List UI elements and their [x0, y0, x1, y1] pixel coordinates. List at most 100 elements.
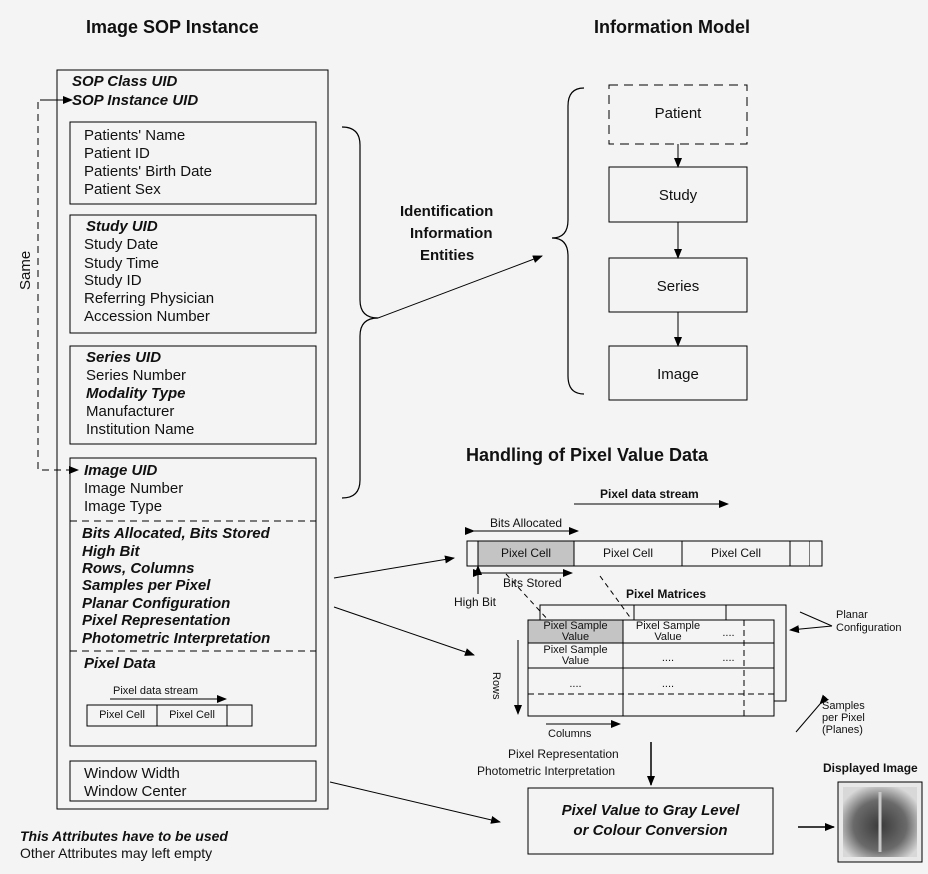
photometric-attr: Photometric Interpretation	[82, 630, 271, 647]
samples-label-3: (Planes)	[822, 724, 863, 736]
image-uid-attr: Image UID	[84, 462, 158, 479]
patient-group-box	[69, 121, 317, 205]
sop-instance-box	[56, 69, 329, 810]
study-time-attr: Study Time	[84, 255, 160, 272]
identification-arrow	[377, 255, 543, 319]
planar-arrow-2	[799, 611, 833, 627]
rows-columns-attr: Rows, Columns	[82, 560, 195, 577]
planar-attr: Planar Configuration	[82, 595, 231, 612]
pixel-title: Handling of Pixel Value Data	[466, 445, 709, 465]
mini-cell-1-label: Pixel Cell	[99, 709, 145, 721]
guide-dash-1	[505, 573, 551, 623]
patient-sex-attr: Patient Sex	[84, 181, 161, 198]
pixel-cell-1: Pixel Cell	[500, 546, 551, 560]
pixel-data-attr: Pixel Data	[84, 655, 156, 672]
sop-instance-uid: SOP Instance UID	[72, 92, 199, 109]
pixel-stream-label: Pixel data stream	[600, 487, 699, 501]
image-group-box	[69, 457, 317, 747]
patient-name-attr: Patients' Name	[84, 127, 186, 144]
stream-open-end	[810, 540, 823, 567]
image-type-attr: Image Type	[84, 498, 163, 515]
institution-attr: Institution Name	[86, 421, 195, 438]
samples-attr: Samples per Pixel	[82, 577, 211, 594]
identification-brace	[341, 126, 379, 499]
info-model-brace	[551, 87, 585, 395]
sample-value-3-line-1: Pixel Sample	[543, 644, 608, 656]
rows-label: Rows	[490, 672, 502, 700]
pixel-representation-attr: Pixel Representation	[82, 612, 231, 629]
dots-3: ....	[722, 652, 735, 664]
sop-title: Image SOP Instance	[86, 17, 259, 37]
same-label: Same	[17, 250, 34, 290]
study-uid-attr: Study UID	[86, 218, 158, 235]
pixel-cell-2: Pixel Cell	[602, 546, 653, 560]
bits-stored-label: Bits Stored	[503, 576, 562, 590]
patient-id-attr: Patient ID	[84, 145, 150, 162]
window-center-attr: Window Center	[84, 783, 187, 800]
pixel-cell-highlight	[477, 540, 575, 567]
patient-entity-box	[608, 84, 748, 145]
high-bit-attr: High Bit	[82, 543, 140, 560]
sample-value-1-line-2: Value	[561, 631, 590, 643]
sample-value-2-line-1: Pixel Sample	[635, 620, 701, 632]
study-entity: Study	[658, 187, 698, 204]
info-model-title: Information Model	[594, 17, 750, 37]
samples-arrow	[795, 694, 829, 733]
columns-label: Columns	[548, 728, 592, 740]
representation-label-2: Photometric Interpretation	[477, 764, 616, 778]
conversion-box	[527, 787, 774, 855]
sop-to-stream-arrow	[333, 555, 455, 579]
referring-physician-attr: Referring Physician	[84, 290, 215, 307]
window-group-box	[69, 760, 317, 802]
dots-4: ....	[569, 678, 582, 690]
image-entity: Image	[657, 366, 699, 383]
conversion-line-1: Pixel Value to Gray Level	[561, 802, 740, 819]
mini-cell-2	[156, 704, 228, 727]
bits-allocated-label: Bits Allocated	[490, 516, 563, 530]
sample-value-1-line-1: Pixel Sample	[543, 620, 608, 632]
identification-line-3: Entities	[420, 247, 475, 264]
bits-attr: Bits Allocated, Bits Stored	[82, 525, 270, 542]
high-bit-label: High Bit	[454, 595, 497, 609]
planar-label-1: Planar	[836, 609, 868, 621]
modality-type-attr: Modality Type	[86, 385, 186, 402]
sample-value-2-line-2: Value	[654, 631, 682, 643]
pixel-matrices-label: Pixel Matrices	[626, 587, 707, 601]
series-number-attr: Series Number	[86, 367, 187, 384]
image-number-attr: Image Number	[84, 480, 184, 497]
series-group-box	[69, 345, 317, 445]
dots-1: ....	[722, 627, 735, 639]
study-group-box	[69, 214, 317, 334]
patient-entity: Patient	[654, 105, 702, 122]
series-uid-attr: Series UID	[86, 349, 162, 366]
sop-class-uid: SOP Class UID	[72, 73, 178, 90]
conversion-line-2: or Colour Conversion	[573, 822, 728, 839]
dots-2: ....	[661, 652, 675, 664]
window-width-attr: Window Width	[84, 765, 180, 782]
representation-label-1: Pixel Representation	[508, 747, 619, 761]
sample-value-3-line-2: Value	[561, 655, 590, 667]
guide-dash-2	[599, 575, 633, 621]
identification-line-1: Identification	[400, 203, 494, 220]
mini-stream-label: Pixel data stream	[113, 685, 198, 697]
series-entity: Series	[656, 278, 700, 295]
patient-birth-attr: Patients' Birth Date	[84, 163, 212, 180]
sop-to-matrix-arrow	[333, 606, 475, 656]
legend-normal: Other Attributes may left empty	[20, 845, 213, 861]
study-date-attr: Study Date	[84, 236, 159, 253]
mini-cell-open	[227, 704, 253, 727]
displayed-image-label: Displayed Image	[823, 761, 918, 775]
identification-line-2: Information	[410, 225, 493, 242]
accession-number-attr: Accession Number	[84, 308, 210, 325]
pixel-cell-3: Pixel Cell	[710, 546, 761, 560]
dots-5: ....	[661, 678, 675, 690]
legend-bold: This Attributes have to be used	[20, 828, 228, 844]
study-id-attr: Study ID	[84, 272, 142, 289]
samples-label-2: per Pixel	[822, 712, 865, 724]
mini-cell-2-label: Pixel Cell	[169, 709, 215, 721]
planar-label-2: Configuration	[836, 622, 902, 634]
same-connector	[37, 99, 79, 474]
samples-label-1: Samples	[822, 700, 865, 712]
window-to-conversion-arrow	[329, 781, 501, 824]
